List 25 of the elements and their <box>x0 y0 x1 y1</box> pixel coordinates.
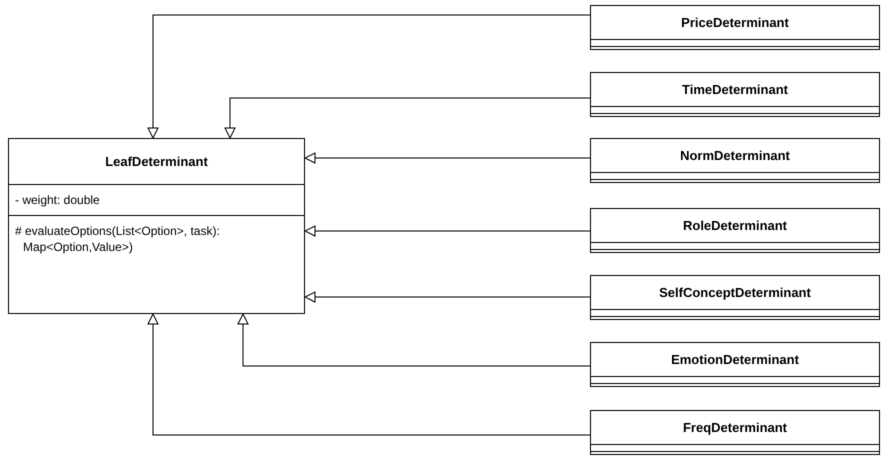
class-box <box>590 5 880 50</box>
class-box <box>590 342 880 387</box>
class-name: SelfConceptDeterminant <box>658 284 812 302</box>
inheritance-arrow <box>148 314 590 436</box>
class-name: TimeDeterminant <box>681 81 789 99</box>
class-name: LeafDeterminant <box>104 153 209 171</box>
method-text: # evaluateOptions(List<Option>, task): Map<Option,Value>) <box>9 215 304 313</box>
class-box <box>590 275 880 320</box>
class-name: RoleDeterminant <box>682 217 788 235</box>
class-box <box>590 208 880 253</box>
class-name: FreqDeterminant <box>682 419 788 437</box>
inheritance-arrow <box>224 98 590 138</box>
class-box <box>590 138 880 183</box>
class-name: NormDeterminant <box>679 147 791 165</box>
inheritance-arrow <box>238 314 590 366</box>
inheritance-arrow <box>304 226 590 236</box>
class-name: PriceDeterminant <box>680 14 790 32</box>
inheritance-arrow <box>148 14 590 138</box>
inheritance-arrow <box>304 292 590 302</box>
class-name: EmotionDeterminant <box>670 351 800 369</box>
attribute-text: - weight: double <box>9 184 304 215</box>
class-box <box>590 72 880 117</box>
class-box <box>8 138 305 314</box>
inheritance-arrow <box>304 152 590 164</box>
class-box <box>590 410 880 455</box>
